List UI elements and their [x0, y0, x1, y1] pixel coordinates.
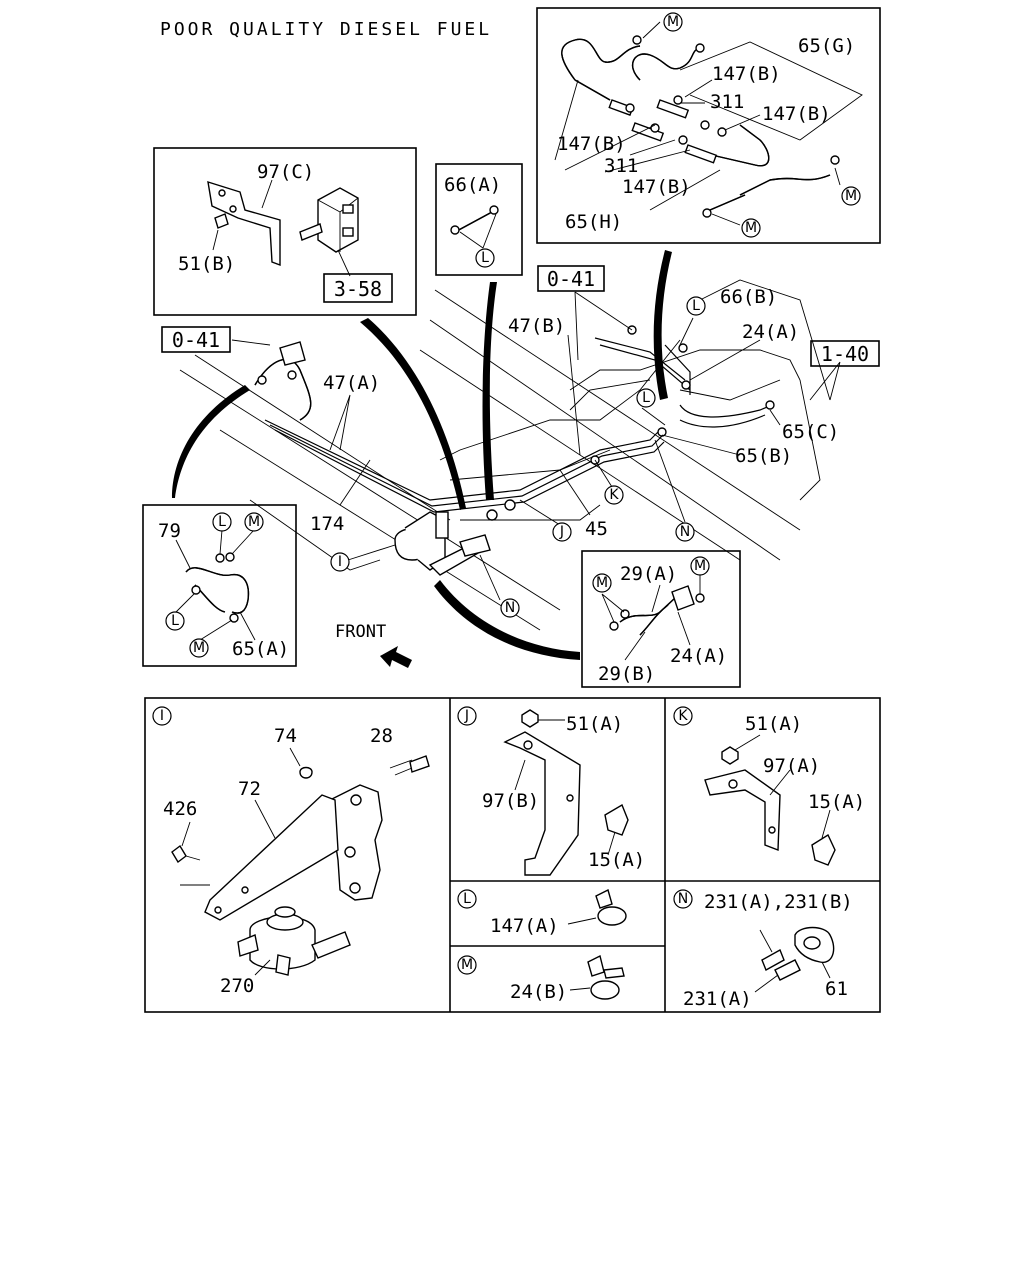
label-66b: 66(B)	[720, 286, 777, 308]
panel-l: L 147(A)	[457, 888, 627, 937]
label-45: 45	[585, 518, 608, 540]
label-47a: 47(A)	[323, 372, 380, 394]
callout-k-main: K	[609, 487, 619, 503]
label-97a-k: 97(A)	[763, 755, 820, 777]
detail-box-bracket-97c: 97(C) 51(B) 3-58	[153, 147, 417, 316]
panel-i-callout: I	[160, 708, 164, 724]
callout-m-29-left: M	[596, 575, 608, 591]
main-fuel-line-assembly: 0-41 0-41 1-40 66(B) 47(B) 24(A) 47(A) 6…	[161, 250, 880, 660]
label-65g: 65(G)	[798, 35, 855, 57]
panel-l-callout: L	[463, 891, 471, 907]
label-426: 426	[163, 798, 197, 820]
panel-n-callout: N	[678, 891, 688, 907]
label-147b-c: 147(B)	[557, 133, 626, 155]
ref-3-58[interactable]: 3-58	[334, 277, 382, 301]
callout-l-79: L	[218, 514, 226, 530]
detail-box-79-65a: 79 L M L M 65(A)	[142, 504, 297, 667]
label-65b: 65(B)	[735, 445, 792, 467]
ref-0-41-right[interactable]: 0-41	[547, 267, 595, 291]
label-24b: 24(B)	[510, 981, 567, 1003]
label-24a: 24(A)	[742, 321, 799, 343]
detail-box-66a: L 66(A)	[435, 163, 523, 276]
diagram-title: POOR QUALITY DIESEL FUEL	[160, 19, 492, 40]
label-15a-j: 15(A)	[588, 849, 645, 871]
label-29a: 29(A)	[620, 563, 677, 585]
label-65c: 65(C)	[782, 421, 839, 443]
label-231ab: 231(A),231(B)	[704, 891, 853, 913]
label-51a-j: 51(A)	[566, 713, 623, 735]
label-72: 72	[238, 778, 261, 800]
label-97c: 97(C)	[257, 161, 314, 183]
front-arrow-icon	[380, 646, 412, 668]
label-147b-a: 147(B)	[712, 63, 781, 85]
front-indicator: FRONT	[335, 622, 412, 668]
callout-m-79: M	[248, 514, 260, 530]
panel-n: N 231(A),231(B) 231(A) 61	[673, 889, 853, 1010]
callout-i-main: I	[338, 554, 342, 570]
label-28: 28	[370, 725, 393, 747]
label-24a-detail: 24(A)	[670, 645, 727, 667]
label-47b: 47(B)	[508, 315, 565, 337]
callout-n-left: N	[505, 600, 515, 616]
panel-m-callout: M	[461, 957, 473, 973]
callout-l-65b: L	[642, 390, 650, 406]
ref-0-41-left[interactable]: 0-41	[172, 328, 220, 352]
panel-j: J 51(A) 97(B) 15(A)	[457, 706, 645, 876]
label-270: 270	[220, 975, 254, 997]
callout-m-top: M	[667, 14, 679, 30]
detail-box-29: M M 29(A) 29(B) 24(A)	[581, 550, 741, 688]
callout-m-65a: M	[193, 640, 205, 656]
label-231a: 231(A)	[683, 988, 752, 1010]
label-15a-k: 15(A)	[808, 791, 865, 813]
callout-m-right: M	[845, 188, 857, 204]
label-51b: 51(B)	[178, 253, 235, 275]
callout-l-66b: L	[692, 298, 700, 314]
panel-m: M 24(B)	[457, 954, 625, 1003]
panel-j-callout: J	[464, 708, 469, 724]
label-311-b: 311	[604, 155, 638, 177]
detail-grid: I 74 28 72	[144, 697, 881, 1013]
label-61: 61	[825, 978, 848, 1000]
label-65h: 65(H)	[565, 211, 622, 233]
label-147b-b: 147(B)	[762, 103, 831, 125]
label-311-a: 311	[710, 91, 744, 113]
callout-n-right: N	[680, 524, 690, 540]
label-147b-d: 147(B)	[622, 176, 691, 198]
panel-k-callout: K	[678, 708, 688, 724]
label-29b: 29(B)	[598, 663, 655, 685]
label-74: 74	[274, 725, 297, 747]
callout-l-66a: L	[481, 250, 489, 266]
label-174: 174	[310, 513, 344, 535]
callout-j-main: J	[559, 524, 564, 540]
panel-i: I 74 28 72	[152, 706, 430, 997]
callout-l-65a: L	[171, 613, 179, 629]
label-front: FRONT	[335, 622, 386, 642]
ref-1-40[interactable]: 1-40	[821, 342, 869, 366]
label-51a-k: 51(A)	[745, 713, 802, 735]
label-79: 79	[158, 520, 181, 542]
label-97b-j: 97(B)	[482, 790, 539, 812]
callout-m-29-right: M	[694, 558, 706, 574]
label-65a: 65(A)	[232, 638, 289, 660]
callout-m-bottom: M	[745, 220, 757, 236]
label-66a: 66(A)	[444, 174, 501, 196]
label-147a: 147(A)	[490, 915, 559, 937]
detail-box-hose-assembly: M M M 65(G) 147(B) 311 147(B) 147(B) 311…	[536, 7, 881, 244]
panel-k: K 51(A) 97(A) 15(A)	[673, 706, 865, 866]
